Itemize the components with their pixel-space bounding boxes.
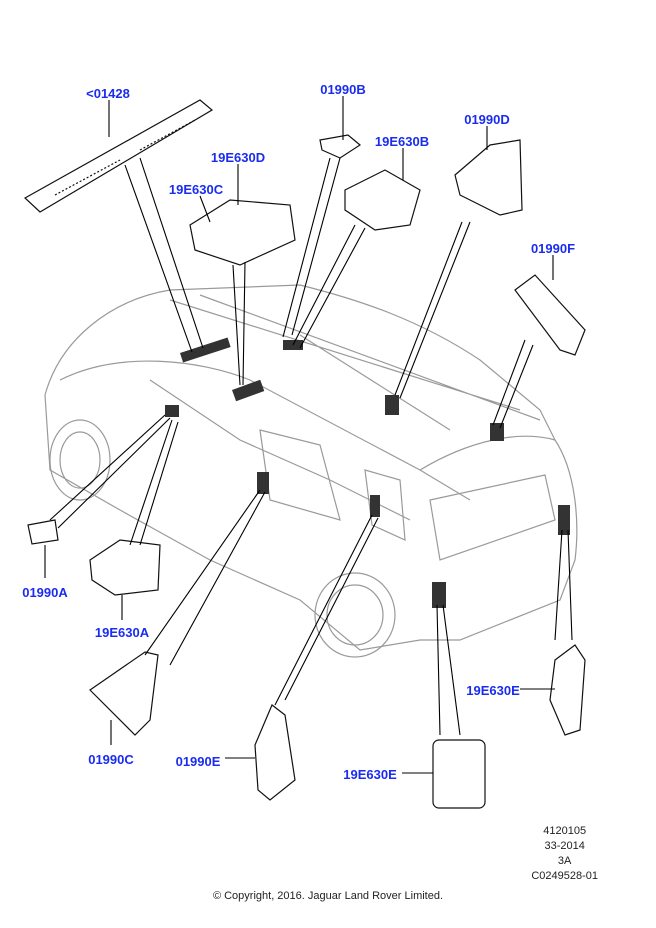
meta-line-1: 4120105 [543,825,587,837]
meta-line-3: 3A [557,855,572,867]
callout-01428[interactable]: <01428 [86,86,130,101]
callout-01990B[interactable]: 01990B [320,82,366,97]
callout-19E630D[interactable]: 19E630D [210,150,266,165]
leader-lines [44,96,573,774]
part-19E630A [89,539,161,596]
illustration-meta: 4120105 33-2014 3A C0249528-01 [531,824,598,884]
part-01990D [454,139,523,216]
part-19E630E-right [549,644,586,736]
callout-19E630B[interactable]: 19E630B [374,134,430,149]
callout-19E630E-bottom[interactable]: 19E630E [343,767,397,782]
part-01990E [254,704,296,801]
part-01990F [514,274,586,356]
part-19E630B [344,169,421,231]
part-01428 [23,99,214,213]
part-19E630C-D [189,199,296,266]
part-19E630E-bottom [432,739,486,809]
callout-01990D[interactable]: 01990D [464,112,510,127]
callout-01990C[interactable]: 01990C [88,752,134,767]
callout-01990E[interactable]: 01990E [175,754,221,769]
part-01990B [319,134,362,159]
parts [23,99,586,809]
callout-01990F[interactable]: 01990F [530,241,576,256]
part-01990C [89,651,159,736]
callout-19E630E-right[interactable]: 19E630E [466,683,520,698]
vehicle-outline [44,284,578,658]
callout-01990A[interactable]: 01990A [22,585,68,600]
callout-19E630C[interactable]: 19E630C [168,182,224,197]
meta-line-4: C0249528-01 [531,870,598,882]
callout-19E630A[interactable]: 19E630A [94,625,150,640]
part-01990A [27,519,59,545]
meta-line-2: 33-2014 [544,840,585,852]
copyright: © Copyright, 2016. Jaguar Land Rover Lim… [212,890,444,902]
